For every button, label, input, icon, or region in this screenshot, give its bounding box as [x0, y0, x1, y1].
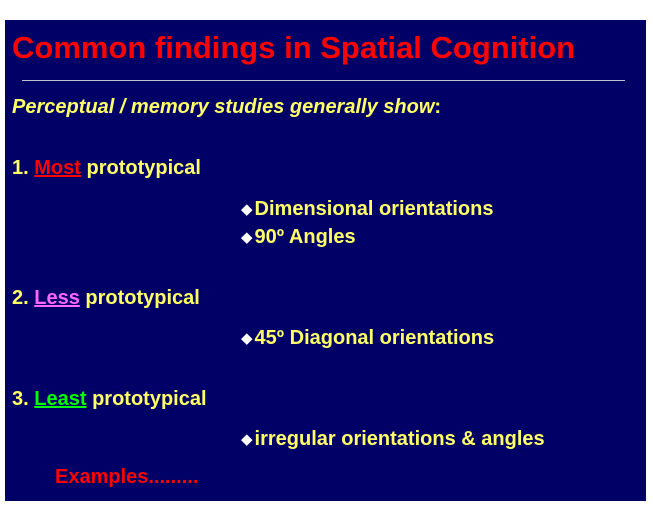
item-number: 2. [12, 287, 29, 309]
item-keyword: Least [34, 388, 87, 410]
slide-title: Common findings in Spatial Cognition [12, 30, 576, 65]
bullet-item: ◆90º Angles [241, 226, 356, 249]
bullet-item: ◆irregular orientations & angles [241, 428, 545, 451]
item-number: 1. [12, 157, 29, 179]
item-number: 3. [12, 388, 29, 410]
diamond-bullet-icon: ◆ [241, 330, 253, 347]
item-heading-3: 3. Least prototypical [12, 388, 207, 411]
diamond-bullet-icon: ◆ [241, 431, 253, 448]
item-rest: prototypical [92, 388, 207, 410]
item-rest: prototypical [86, 157, 201, 179]
item-heading-2: 2. Less prototypical [12, 287, 200, 310]
examples-link[interactable]: Examples......... [55, 466, 199, 488]
diamond-bullet-icon: ◆ [241, 201, 253, 218]
bullet-item: ◆45º Diagonal orientations [241, 327, 494, 350]
item-keyword: Most [34, 157, 81, 179]
slide: Common findings in Spatial Cognition Per… [5, 20, 646, 501]
bullet-item: ◆Dimensional orientations [241, 198, 493, 221]
intro-line: Perceptual / memory studies generally sh… [12, 96, 441, 119]
diamond-bullet-icon: ◆ [241, 229, 253, 246]
title-divider [22, 80, 625, 81]
intro-text: Perceptual / memory studies generally sh… [12, 96, 435, 118]
bullet-text: irregular orientations & angles [254, 428, 545, 450]
item-rest: prototypical [85, 287, 200, 309]
intro-colon: : [434, 96, 442, 118]
bullet-text: Dimensional orientations [254, 198, 494, 220]
bullet-text: 90º Angles [254, 226, 356, 248]
item-heading-1: 1. Most prototypical [12, 157, 201, 180]
item-keyword: Less [34, 287, 80, 309]
bullet-text: 45º Diagonal orientations [254, 327, 495, 349]
